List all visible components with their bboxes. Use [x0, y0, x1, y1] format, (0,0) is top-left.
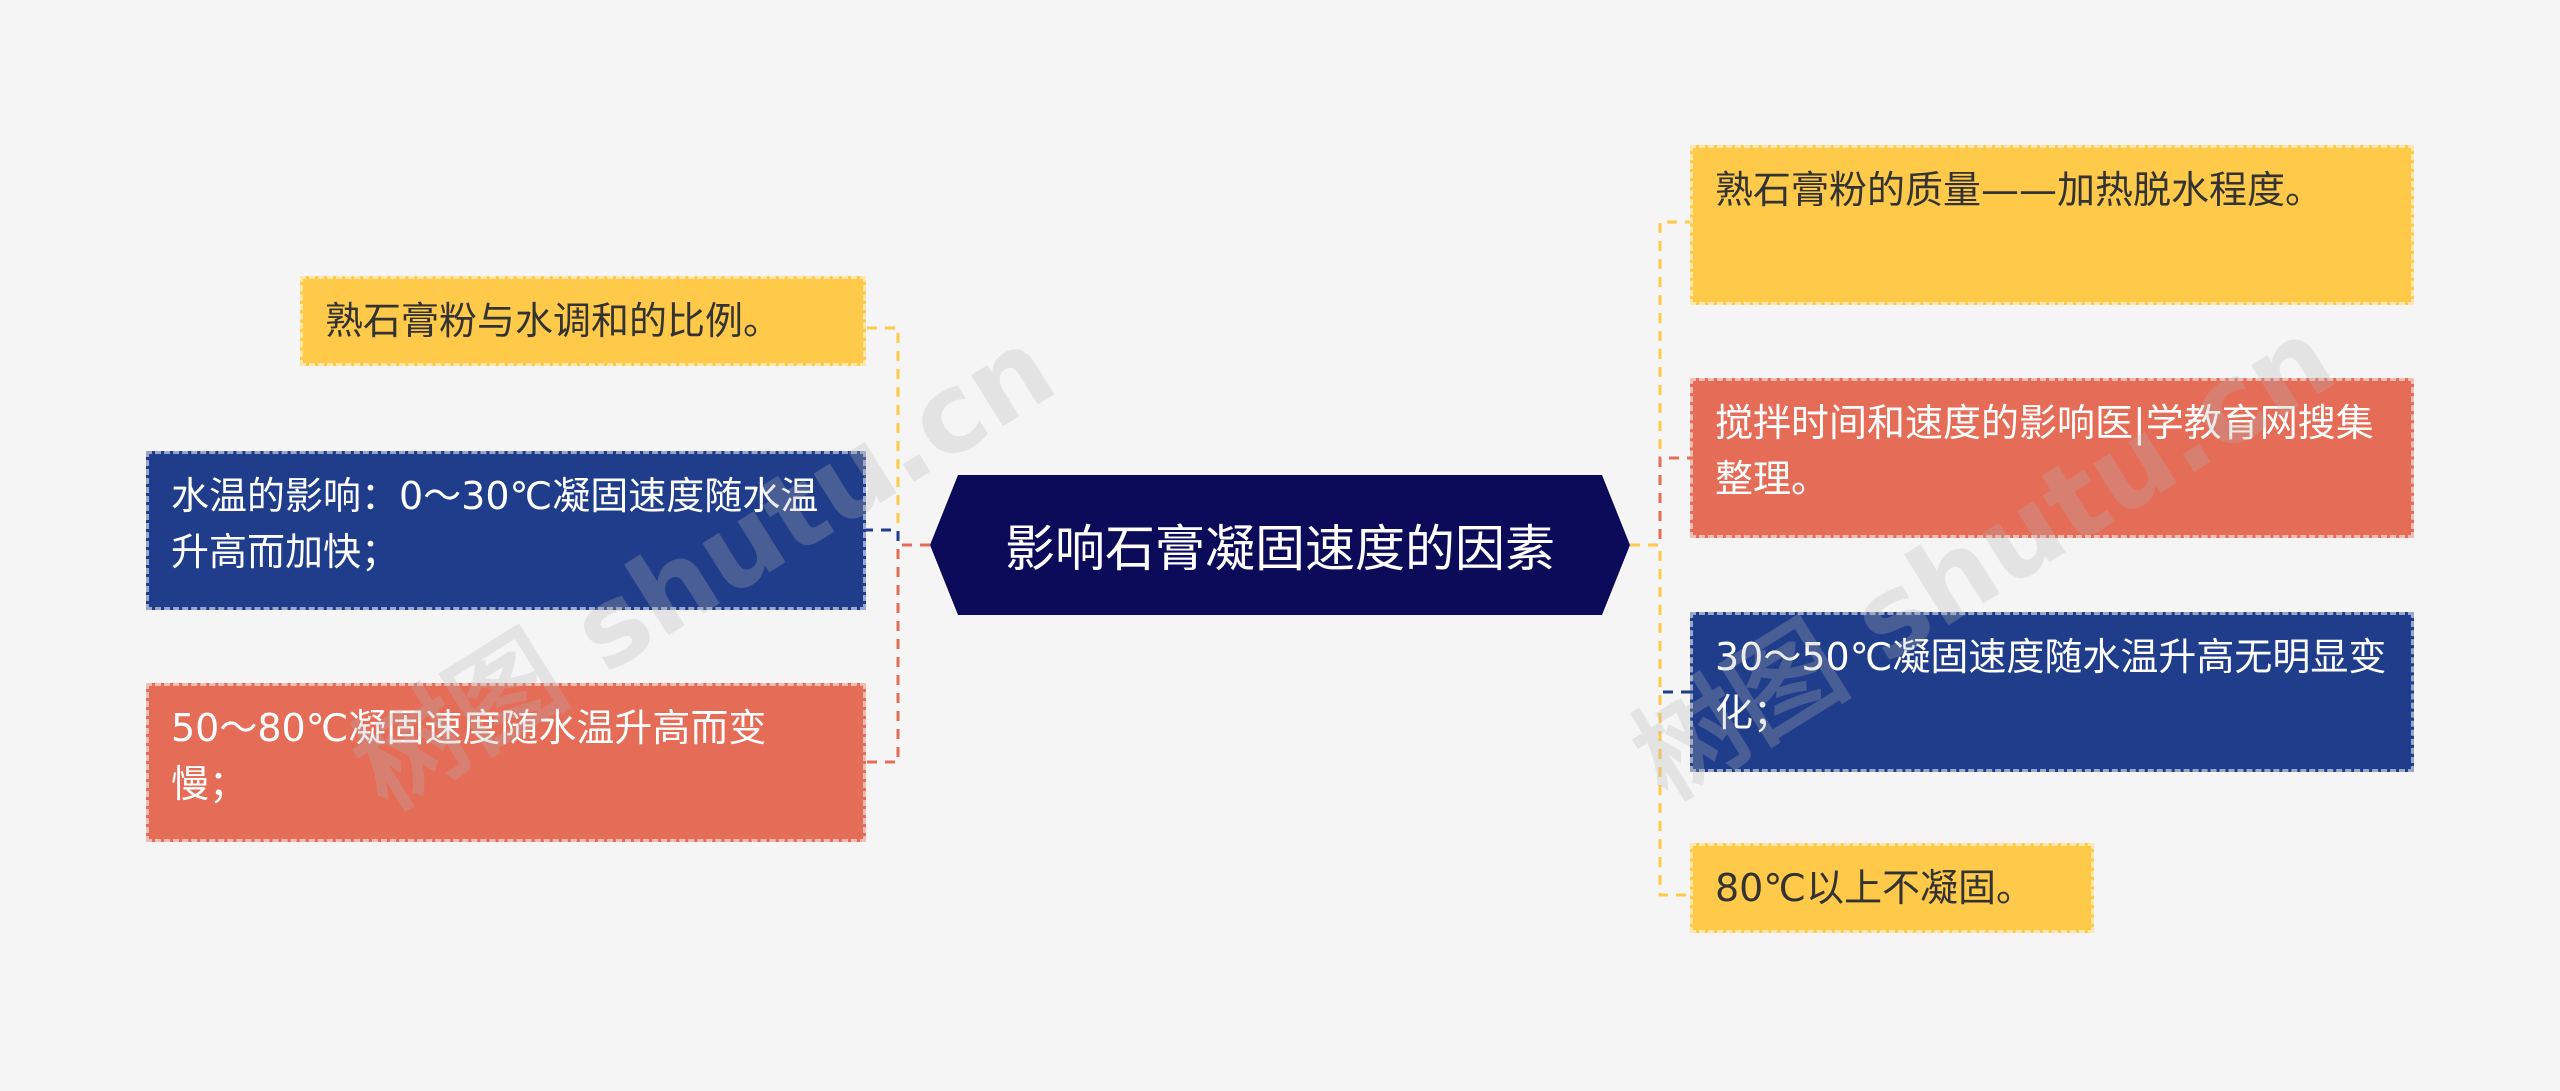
central-topic[interactable]: 影响石膏凝固速度的因素	[930, 475, 1630, 615]
node-left-3[interactable]: 50～80℃凝固速度随水温升高而变慢；	[146, 683, 866, 842]
connector-right-1	[1630, 220, 1690, 547]
node-right-2-text: 搅拌时间和速度的影响医|学教育网搜集整理。	[1715, 401, 2374, 501]
node-left-2-text: 水温的影响：0～30℃凝固速度随水温升高而加快；	[171, 474, 819, 574]
central-topic-label: 影响石膏凝固速度的因素	[1005, 520, 1555, 578]
node-right-3-text: 30～50℃凝固速度随水温升高无明显变化；	[1715, 635, 2387, 735]
connector-right-3	[1630, 543, 1690, 694]
node-right-1[interactable]: 熟石膏粉的质量——加热脱水程度。	[1690, 145, 2414, 305]
connector-right-2	[1630, 456, 1690, 547]
node-left-2[interactable]: 水温的影响：0～30℃凝固速度随水温升高而加快；	[146, 451, 866, 610]
node-right-4-text: 80℃以上不凝固。	[1715, 866, 2035, 910]
node-right-3[interactable]: 30～50℃凝固速度随水温升高无明显变化；	[1690, 612, 2414, 772]
node-left-1-text: 熟石膏粉与水调和的比例。	[325, 299, 782, 343]
connector-left-1	[866, 326, 930, 547]
node-left-3-text: 50～80℃凝固速度随水温升高而变慢；	[171, 706, 767, 806]
connector-right-4	[1630, 543, 1690, 897]
connector-left-2	[866, 528, 930, 547]
node-right-4[interactable]: 80℃以上不凝固。	[1690, 843, 2094, 933]
node-right-2[interactable]: 搅拌时间和速度的影响医|学教育网搜集整理。	[1690, 378, 2414, 538]
connector-left-3	[866, 543, 930, 764]
node-left-1[interactable]: 熟石膏粉与水调和的比例。	[300, 276, 866, 366]
node-right-1-text: 熟石膏粉的质量——加热脱水程度。	[1715, 168, 2324, 212]
